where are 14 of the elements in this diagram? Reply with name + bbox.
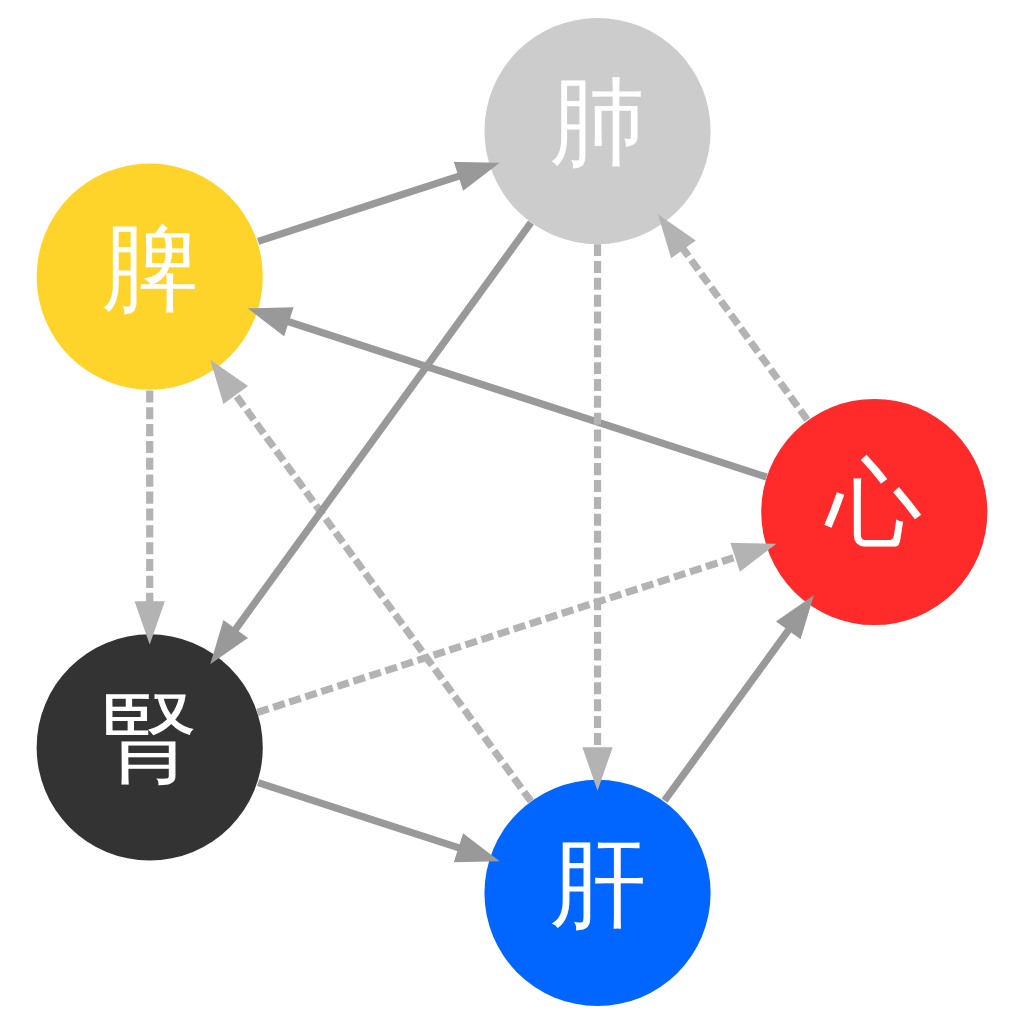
arrow: [210, 220, 534, 665]
node-circle: 肝: [484, 779, 711, 1006]
arrow: [134, 390, 165, 645]
node-circle: 脾: [36, 163, 263, 390]
arrow: [657, 214, 811, 422]
arrow: [257, 161, 500, 245]
node-circle: 心: [761, 398, 988, 626]
arrow: [247, 307, 768, 481]
arrow: [661, 595, 814, 803]
arrow: [582, 244, 613, 791]
node-circle: 腎: [36, 634, 263, 861]
arrow: [256, 542, 777, 716]
arrow: [257, 779, 500, 863]
arrow: [210, 359, 534, 804]
